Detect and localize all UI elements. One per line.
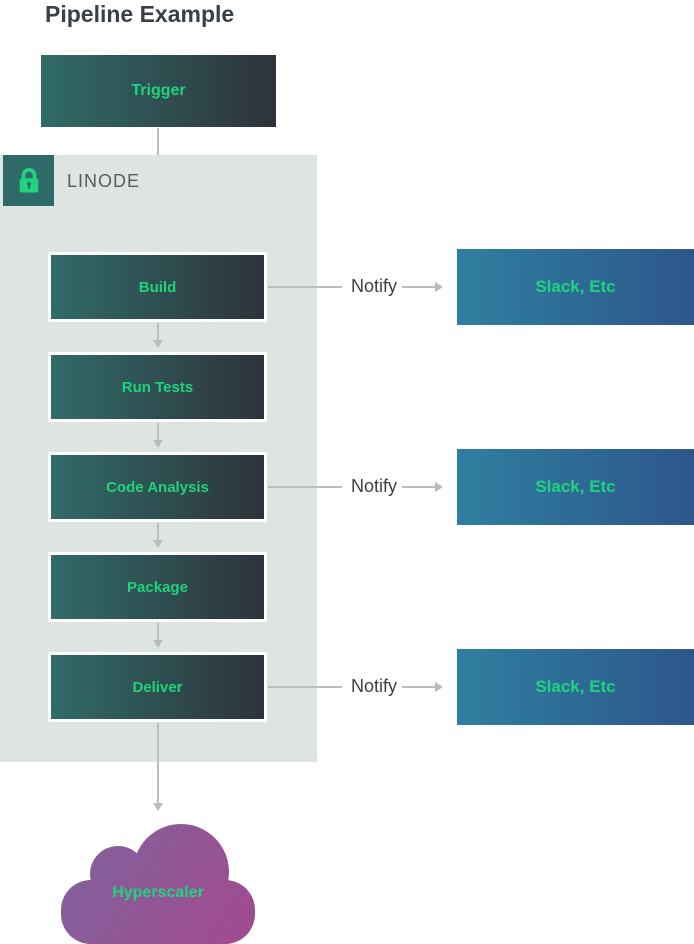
step-label: Run Tests — [121, 378, 194, 396]
notify-label-deliver: Notify — [350, 676, 397, 696]
linode-lock-badge — [3, 155, 54, 206]
notify-arrow-deliver-line — [402, 686, 435, 688]
step-node-build: Build — [48, 252, 267, 322]
hyperscaler-cloud — [61, 822, 255, 944]
notify-line-deliver — [268, 686, 342, 688]
slack-node-label: Slack, Etc — [535, 477, 616, 496]
arrow-deliver-to-cloud-head — [153, 803, 163, 811]
trigger-node: Trigger — [41, 55, 276, 127]
page-title: Pipeline Example — [45, 1, 235, 27]
step-node-deliver: Deliver — [48, 652, 267, 722]
cloud-icon — [61, 824, 255, 944]
notify-arrow-codeanalysis-line — [402, 486, 435, 488]
arrow-build-to-runtests-line — [157, 323, 159, 341]
step-label: Deliver — [132, 678, 183, 696]
arrow-deliver-to-cloud-line — [157, 723, 159, 803]
notify-label-build: Notify — [350, 276, 397, 296]
step-node-package: Package — [48, 552, 267, 622]
linode-label: LINODE — [67, 171, 141, 191]
arrow-codeanalysis-to-package-line — [157, 523, 159, 541]
slack-node-label: Slack, Etc — [535, 277, 616, 296]
slack-node-label: Slack, Etc — [535, 677, 616, 696]
notify-arrow-deliver-head — [435, 682, 443, 692]
arrow-runtests-to-codeanalysis-head — [153, 440, 163, 448]
step-label: Build — [138, 278, 177, 296]
slack-node-build: Slack, Etc — [457, 249, 694, 325]
arrow-codeanalysis-to-package-head — [153, 540, 163, 548]
notify-arrow-codeanalysis-head — [435, 482, 443, 492]
step-node-run-tests: Run Tests — [48, 352, 267, 422]
notify-line-codeanalysis — [268, 486, 342, 488]
slack-node-deliver: Slack, Etc — [457, 649, 694, 725]
notify-line-build — [268, 286, 342, 288]
notify-arrow-build-head — [435, 282, 443, 292]
notify-arrow-build-line — [402, 286, 435, 288]
hyperscaler-label: Hyperscaler — [112, 884, 204, 901]
step-label: Package — [127, 578, 188, 596]
lock-icon — [19, 167, 38, 193]
step-label: Code Analysis — [106, 478, 209, 496]
notify-label-codeanalysis: Notify — [350, 476, 397, 496]
trigger-node-label: Trigger — [131, 82, 186, 99]
step-node-code-analysis: Code Analysis — [48, 452, 267, 522]
arrow-package-to-deliver-line — [157, 623, 159, 641]
arrow-build-to-runtests-head — [153, 340, 163, 348]
slack-node-codeanalysis: Slack, Etc — [457, 449, 694, 525]
arrow-package-to-deliver-head — [153, 640, 163, 648]
arrow-runtests-to-codeanalysis-line — [157, 423, 159, 441]
